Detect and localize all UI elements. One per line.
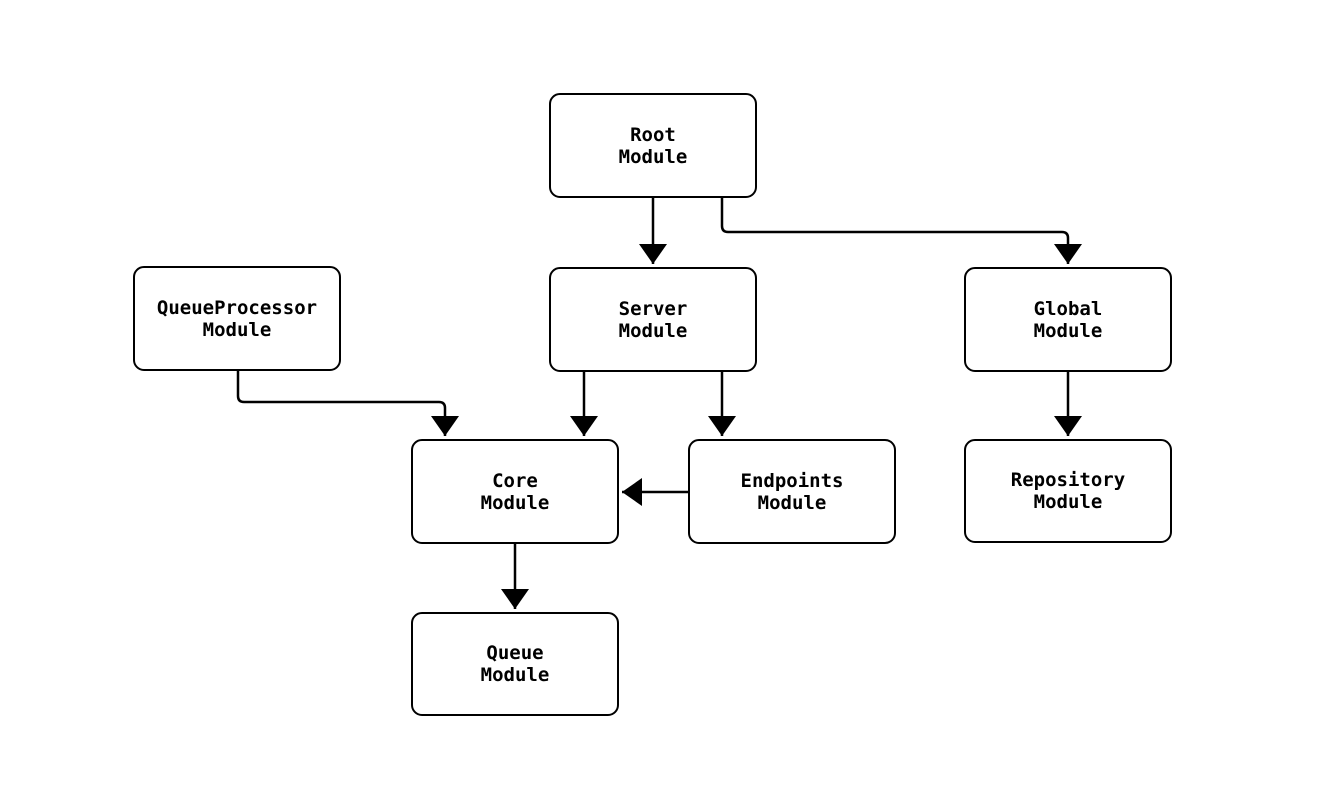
edge-queue-processor-to-core bbox=[236, 371, 459, 436]
node-repository-module-label: Repository Module bbox=[1010, 469, 1126, 513]
node-server-module: Server Module bbox=[549, 267, 757, 372]
node-endpoints-module: Endpoints Module bbox=[688, 439, 896, 544]
edge-root-to-global bbox=[720, 198, 1082, 264]
node-core-module: Core Module bbox=[411, 439, 619, 544]
node-global-module-label: Global Module bbox=[1033, 297, 1103, 342]
node-core-module-label: Core Module bbox=[480, 469, 550, 514]
node-root-module: Root Module bbox=[549, 93, 757, 198]
node-queue-module: Queue Module bbox=[411, 612, 619, 716]
node-repository-module: Repository Module bbox=[964, 439, 1172, 543]
node-queue-processor-module-label: QueueProcessor Module bbox=[156, 296, 318, 341]
node-root-module-label: Root Module bbox=[618, 123, 688, 168]
node-server-module-label: Server Module bbox=[618, 297, 688, 342]
node-endpoints-module-label: Endpoints Module bbox=[740, 469, 844, 514]
node-global-module: Global Module bbox=[964, 267, 1172, 372]
node-queue-module-label: Queue Module bbox=[480, 642, 550, 686]
node-queue-processor-module: QueueProcessor Module bbox=[133, 266, 341, 371]
